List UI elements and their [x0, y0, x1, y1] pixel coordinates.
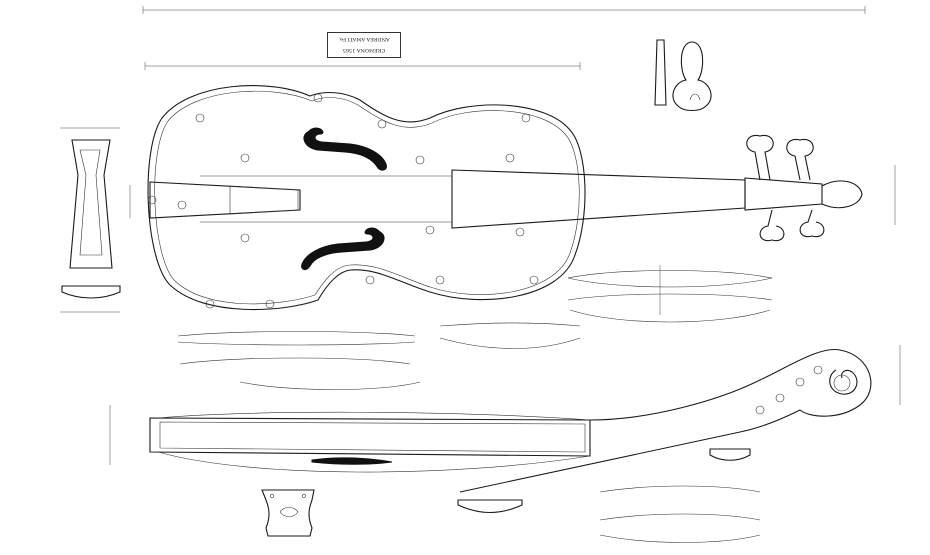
arching-curves [177, 270, 773, 543]
overall-length-dimension [142, 6, 866, 14]
scroll-side-view [459, 348, 872, 493]
bridge-front-view [261, 489, 315, 537]
violin-body-outline [147, 85, 586, 311]
maker-cartouche: ANDREA AMATI Fe. CREMONA 1565 [327, 32, 401, 58]
body-length-dimension [144, 62, 581, 70]
button-detail [457, 448, 751, 513]
reference-points [177, 93, 539, 309]
bridge-detail [654, 39, 712, 112]
fingerboard-neck [200, 169, 863, 229]
vertical-dimensions [109, 165, 901, 465]
f-hole-upper [303, 127, 387, 171]
tailpiece-detail [60, 127, 121, 313]
side-view [149, 411, 591, 473]
f-hole-lower [301, 227, 385, 271]
pegs [746, 134, 825, 242]
tailpiece [147, 181, 301, 219]
